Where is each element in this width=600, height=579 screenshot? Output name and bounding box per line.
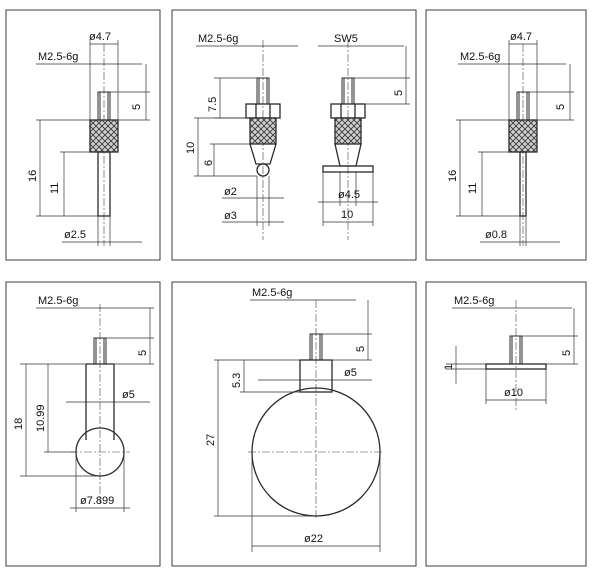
tip-diameter-label: ø2.5 [64,229,86,241]
panel-flat-plate-probe: M2.5-6g 5 1 ø10 [425,281,587,567]
hex-length-label: 7.5 [207,97,219,112]
total-length-label: 16 [447,170,459,182]
thread-length-label: 5 [555,104,567,110]
panel-cone-and-flat-probes: M2.5-6g SW5 7.5 10 6 5 ø2 ø3 ø4.5 [171,9,417,261]
ball-diameter-label: ø2 [224,186,237,198]
knurled-head [89,119,119,153]
flat-diameter-label: ø4.5 [338,189,360,201]
thread-length-label: 5 [393,90,405,96]
tip-diameter-label: ø0.8 [485,229,507,241]
shaft-diameter-label: ø5 [122,389,135,401]
panel-frame [171,281,417,567]
head-diameter-label: ø4.7 [89,31,111,43]
plate-thickness-label: 1 [443,364,455,370]
knurled-head [508,119,538,153]
cone-length-label: 6 [203,160,215,166]
thread-length-label: 5 [137,350,149,356]
disc-diameter-label: ø22 [304,533,323,545]
wrench-size-label: SW5 [334,33,358,45]
thread-length-label: 5 [355,346,367,352]
stylus-shaft [519,151,527,217]
panel-frame [5,9,161,261]
thread-spec-label: M2.5-6g [198,33,238,45]
panel-straight-stylus-0.8: ø4.7 M2.5-6g 5 16 11 ø0.8 [425,9,587,261]
knurled-body [334,117,362,145]
thread-spec-label: M2.5-6g [38,295,78,307]
collar-diameter-label: ø5 [344,367,357,379]
panel-frame [5,281,161,567]
ball-tip [256,163,270,177]
panel-disc-probe: M2.5-6g 5 5.3 ø5 27 ø22 [171,281,417,567]
shaft-length-label: 11 [49,183,61,194]
panel-frame [425,281,587,567]
panel-ball-probe: M2.5-6g 5 18 10.99 ø5 ø7.899 [5,281,161,567]
total-length-label: 18 [13,418,25,430]
head-diameter-label: ø4.7 [510,31,532,43]
flat-plate [322,165,374,173]
total-length-label: 27 [205,434,217,446]
ball-center-length-label: 10.99 [35,404,47,432]
thread-spec-label: M2.5-6g [252,287,292,299]
stylus-shaft [97,151,111,217]
total-length-label: 10 [185,142,197,154]
thread-spec-label: M2.5-6g [454,295,494,307]
panel-frame [425,9,587,261]
thread-spec-label: M2.5-6g [38,51,78,63]
ball-diameter-label: ø7.899 [80,495,114,507]
flat-width-label: 10 [341,209,353,221]
collar-length-label: 5.3 [231,373,243,388]
panel-frame [171,9,417,261]
collar [299,359,333,393]
knurled-body [249,117,277,145]
thread-length-label: 5 [561,350,573,356]
shaft-length-label: 11 [467,183,479,194]
plate-diameter-label: ø10 [504,387,523,399]
panel-straight-stylus-2.5: ø4.7 M2.5-6g 5 16 11 ø2.5 [5,9,161,261]
flat-plate [485,363,547,370]
thread-length-label: 5 [131,104,143,110]
total-length-label: 16 [27,170,39,182]
thread-spec-label: M2.5-6g [460,51,500,63]
neck-diameter-label: ø3 [224,210,237,222]
